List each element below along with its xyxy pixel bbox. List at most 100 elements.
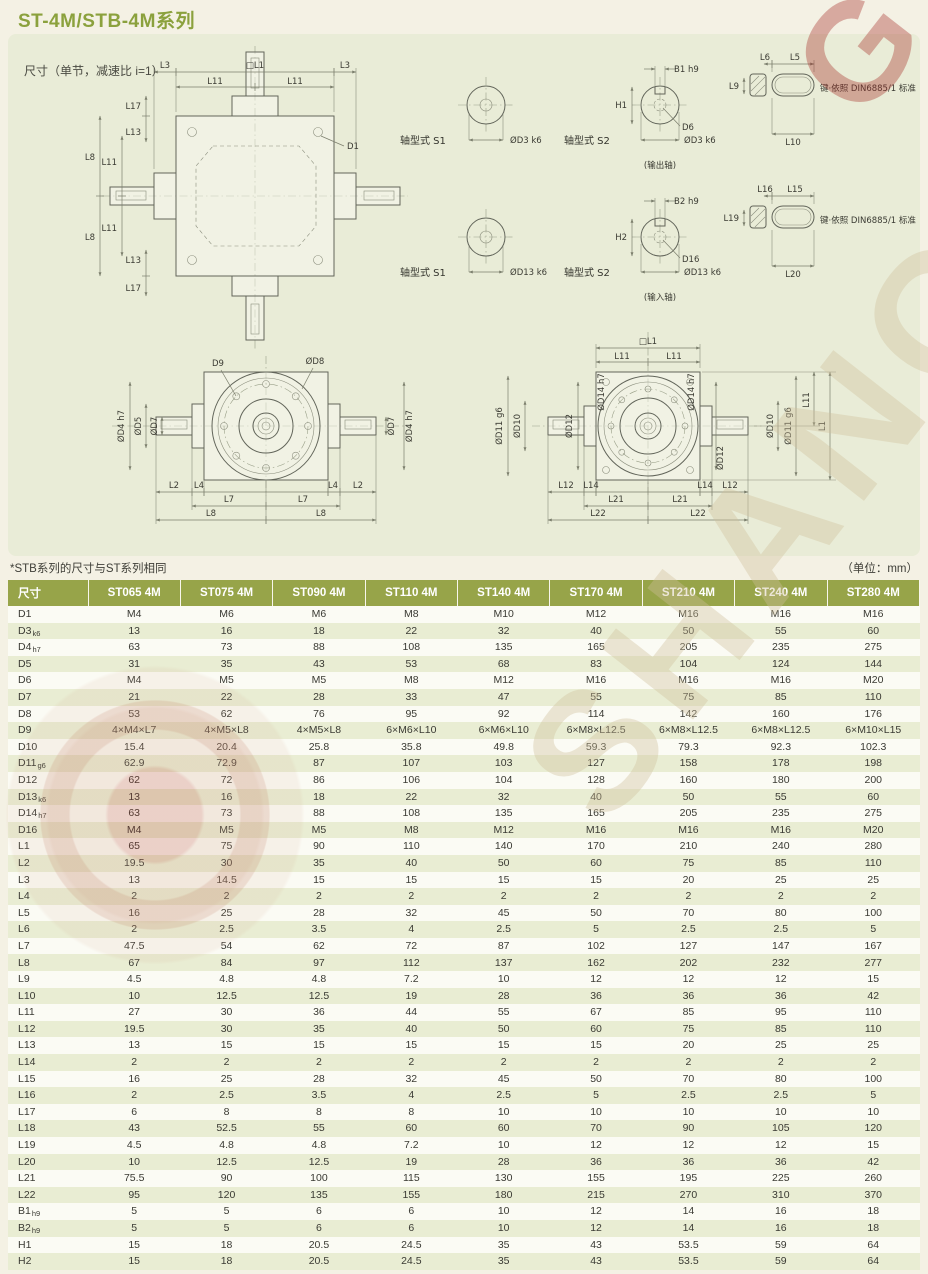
dim-value-cell: 85 [774,1022,787,1035]
dim-label: ØD14 h7 [596,373,607,411]
dim-value-cell: M16 [770,823,792,836]
dim-value-cell: 72.9 [216,757,237,770]
dim-value-cell: 25 [220,1072,233,1085]
dim-value-cell: 10 [128,989,141,1002]
dim-value-cell: 10 [128,1155,141,1168]
dim-label: L4 [328,481,338,491]
dim-value-cell: 73 [220,641,233,654]
dim-label: L11 [614,352,630,362]
dim-value-cell: 36 [590,989,602,1002]
dim-value-cell: 225 [772,1172,790,1185]
dim-label: L8 [316,509,326,519]
dim-value-cell: 112 [402,956,420,969]
dim-label: D6 [682,123,694,133]
dim-value-cell: 107 [402,757,421,770]
key-detail-input: L16 L15 L19 L20 键·依照 DIN6885/1 标准 [723,185,916,280]
dim-value-cell: 13 [128,873,141,886]
dim-value-cell: 55 [313,1122,325,1135]
dim-value-cell: 6×M8×L12.5 [658,724,718,737]
dim-value-cell: 12 [682,973,695,986]
dim-value-cell: 16 [220,624,233,637]
dim-value-cell: 15 [497,1039,510,1052]
dim-label: L8 [85,153,95,163]
dim-value-cell: 50 [590,906,602,919]
dim-value-cell: 235 [772,807,790,820]
dim-value-cell: 2 [685,1056,692,1069]
dim-value-cell: 36 [313,1006,325,1019]
dim-value-cell: 55 [497,1006,510,1019]
dim-value-cell: 2.5 [219,923,234,936]
dim-name-cell: D8 [18,707,32,720]
dim-value-cell: 53.5 [678,1255,699,1268]
dim-value-cell: 370 [864,1188,883,1201]
dim-value-cell: 12 [682,1139,695,1152]
dim-value-cell: 10 [682,1105,695,1118]
dim-value-cell: 2 [500,890,507,903]
dim-value-cell: 14 [682,1222,695,1235]
dim-value-cell: 5 [223,1205,230,1218]
dim-label: L14 [697,481,713,491]
dim-value-cell: 25 [774,873,787,886]
dim-value-cell: 45 [497,1072,510,1085]
dim-value-cell: M8 [404,608,419,621]
dim-value-cell: 35 [497,1238,510,1251]
dim-value-cell: 62 [220,707,233,720]
dim-value-cell: 60 [497,1122,510,1135]
dim-value-cell: 275 [864,641,883,654]
dim-value-cell: 4.5 [126,973,142,986]
dim-value-cell: 35 [313,856,325,869]
dim-value-cell: 12 [774,973,787,986]
dim-value-cell: 165 [587,807,605,820]
dim-value-cell: 75.5 [123,1172,145,1185]
dim-value-cell: 5 [593,923,599,936]
dim-value-cell: 70 [590,1122,602,1135]
dim-value-cell: 32 [497,624,510,637]
dim-value-cell: 2.5 [496,1089,511,1102]
dim-value-cell: 84 [220,956,233,969]
dim-value-cell: 127 [679,939,698,952]
dim-value-cell: 13 [128,624,141,637]
dim-value-cell: 10 [497,1105,510,1118]
dim-label: L12 [558,481,574,491]
table-notes: *STB系列的尺寸与ST系列相同 （单位：mm） [10,560,918,576]
dim-name-cell: D3k6 [18,624,41,638]
dim-name-cell: L6 [18,923,30,936]
dim-name-cell: L8 [18,956,30,969]
dim-value-cell: 97 [313,956,325,969]
dim-value-cell: M12 [493,823,514,836]
dim-name-cell: L7 [18,939,30,952]
dim-value-cell: 15 [590,1039,602,1052]
dim-value-cell: 50 [590,1072,602,1085]
shaft-type-label: 轴型式 S2 [564,134,610,147]
dim-value-cell: 6×M6×L10 [386,724,437,737]
dim-value-cell: 67 [128,956,141,969]
dim-value-cell: M5 [219,674,234,687]
dim-label: L10 [785,138,801,148]
dim-value-cell: 102 [587,939,605,952]
input-shaft-label: (输入轴) [644,292,676,303]
dim-name-cell: D1 [18,608,32,621]
dim-value-cell: 147 [772,939,790,952]
dim-value-cell: 280 [864,840,883,853]
dim-value-cell: 95 [405,707,418,720]
dim-value-cell: 2 [223,890,230,903]
dim-value-cell: 73 [220,807,233,820]
dim-value-cell: 32 [405,1072,418,1085]
dim-label: L17 [125,102,141,112]
dim-label: D9 [212,359,224,369]
dim-value-cell: 16 [128,1072,141,1085]
dim-value-cell: 2 [593,1056,599,1069]
dim-label: L3 [160,61,170,71]
dim-value-cell: 40 [405,1022,418,1035]
dim-value-cell: 12 [590,1205,602,1218]
dim-name-cell: L13 [18,1039,36,1052]
dim-value-cell: 27 [128,1006,141,1019]
dim-value-cell: 155 [587,1172,605,1185]
dim-value-cell: 72 [405,939,418,952]
